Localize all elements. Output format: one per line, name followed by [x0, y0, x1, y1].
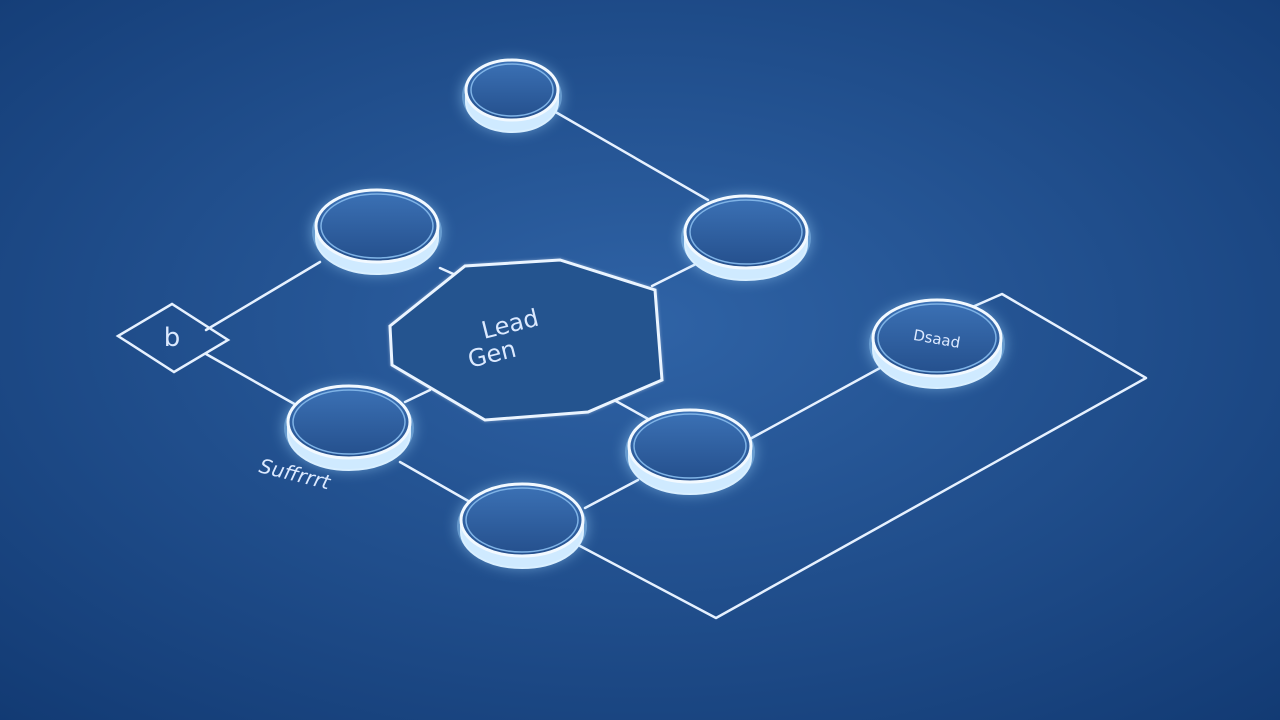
connector-line-6	[403, 388, 432, 404]
connector-line-3	[650, 260, 702, 288]
connector-line-4	[204, 260, 322, 332]
connector-line-10	[746, 366, 882, 442]
connector-lines	[204, 108, 1148, 620]
node-top	[462, 58, 562, 133]
node-lower-middle	[625, 408, 755, 495]
connector-line-11	[578, 292, 1148, 620]
hub-node: Lead Gen	[388, 258, 664, 422]
connector-line-9	[583, 478, 640, 510]
connector-line-1	[550, 108, 710, 202]
connector-line-5	[204, 352, 300, 408]
side-box: b	[115, 302, 231, 374]
node-discs: Dsaad	[284, 58, 1005, 569]
node-bottom	[457, 482, 587, 569]
node-upper-right	[681, 194, 811, 281]
node-right: Dsaad	[869, 298, 1005, 389]
node-lower-left	[284, 384, 414, 471]
side-box-icon: b	[164, 323, 181, 353]
connector-line-8	[398, 460, 472, 504]
node-upper-left	[312, 188, 442, 275]
